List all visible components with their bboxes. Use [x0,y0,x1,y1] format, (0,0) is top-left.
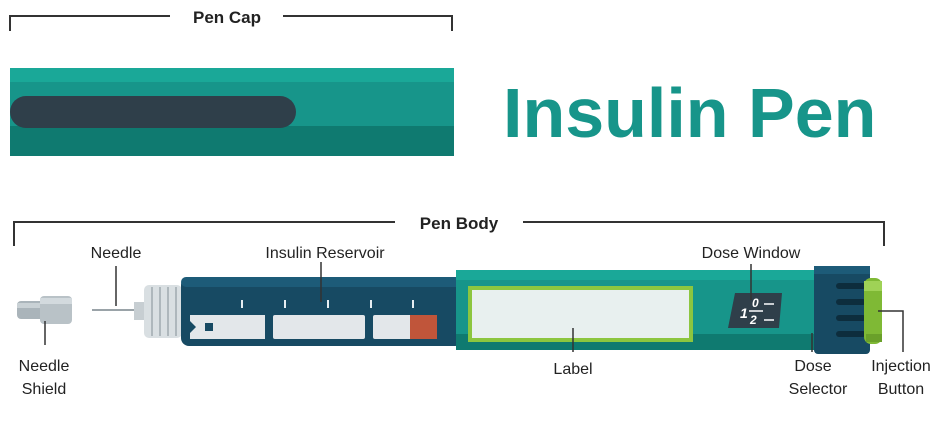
pen-body-bracket [13,221,885,246]
label-label: Label [553,361,592,378]
pen-cap-bracket [9,15,453,31]
needle-shield [17,296,72,324]
pen-cap [10,68,454,156]
needle-label: Needle [91,245,142,262]
pen-cap-label: Pen Cap [193,8,261,27]
dose-window: 1 0 2 [728,293,782,328]
dose-window-whole: 1 [740,305,748,321]
reservoir-plunger [410,315,437,339]
dose-window-label: Dose Window [702,245,801,262]
reservoir-scale [241,300,414,308]
needle-shield-label-line1: Needle [19,358,70,375]
insulin-reservoir [181,277,463,346]
injection-button-label-line2: Button [878,381,924,398]
diagram-title: Insulin Pen [503,74,876,152]
injection-button [864,278,882,344]
dose-window-denominator: 2 [749,313,757,327]
injection-button-label-line1: Injection [871,358,931,375]
pen-body-label: Pen Body [420,214,499,233]
dose-selector [814,266,870,354]
injection-button-leader [878,310,904,352]
pen-cap-clip [10,96,296,128]
dose-selector-label-line2: Selector [789,381,848,398]
insulin-reservoir-label: Insulin Reservoir [265,245,385,262]
needle [92,285,182,338]
dose-selector-label-line1: Dose [794,358,831,375]
pen-label-area [468,286,693,342]
dose-window-numerator: 0 [752,296,759,310]
needle-shield-label-line2: Shield [22,381,66,398]
